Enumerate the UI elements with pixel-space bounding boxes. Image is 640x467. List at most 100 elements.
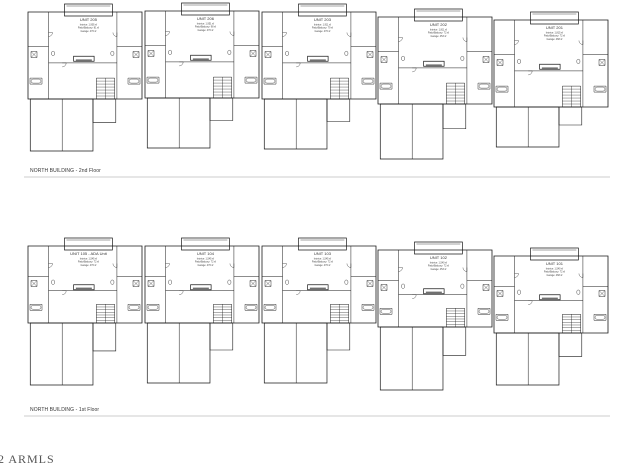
- unit-info-line: Interior: 1,545 sf: [80, 258, 98, 261]
- toilet-icon: [401, 56, 405, 61]
- bathtub-icon: [128, 78, 140, 84]
- tub-outer: [147, 77, 159, 83]
- entry-outline: [210, 323, 233, 350]
- garage-outline: [30, 99, 93, 151]
- tub-outer: [30, 78, 42, 84]
- garage-outline: [380, 327, 443, 390]
- entry-outline: [559, 333, 582, 356]
- tub-outer: [478, 308, 490, 314]
- tub-outer: [128, 304, 140, 310]
- unit-info-line: Patio/Balcony: 79 sf: [312, 27, 333, 30]
- tub-outer: [380, 83, 392, 89]
- bathtub-icon: [245, 77, 257, 83]
- tub-outer: [362, 78, 374, 84]
- unit-info-line: Patio/Balcony: 98 sf: [195, 26, 216, 29]
- kitchen-island: [74, 285, 95, 290]
- fixture-box: [265, 281, 271, 287]
- stair: [562, 86, 580, 107]
- tub-inner: [148, 305, 158, 309]
- fixture-cross: [599, 291, 605, 297]
- door-swing: [578, 40, 584, 45]
- unit-info-line: Interior: 1,951 sf: [197, 23, 215, 26]
- fixture-icon: [381, 57, 387, 63]
- fixture-icon: [31, 52, 37, 58]
- toilet-icon: [517, 59, 521, 64]
- unit-info-line: Patio/Balcony: 81 sf: [78, 27, 99, 30]
- unit-label: UNIT 202: [430, 22, 448, 27]
- toilet-icon: [168, 50, 172, 55]
- fixture-cross: [148, 281, 154, 287]
- stair: [213, 77, 231, 98]
- tub-inner: [148, 78, 158, 82]
- toilet-icon: [51, 51, 55, 56]
- unit-info-line: Patio/Balcony: 72 sf: [78, 261, 99, 264]
- fixture-icon: [367, 281, 373, 287]
- fixture-cross: [133, 281, 139, 287]
- toilet-icon: [344, 279, 349, 285]
- fixture-box: [483, 57, 489, 63]
- toilet-icon: [285, 51, 289, 56]
- tub-outer: [362, 304, 374, 310]
- kitchen-island: [308, 56, 329, 61]
- bathtub-icon: [362, 304, 374, 310]
- unit-info-line: Garage: 476 sf: [81, 264, 97, 267]
- unit-label: UNIT 201: [546, 25, 564, 30]
- fixture-box: [133, 281, 139, 287]
- door-swing: [112, 263, 118, 268]
- kitchen-island: [540, 295, 561, 300]
- tub-outer: [478, 83, 490, 89]
- tub-inner: [497, 315, 507, 319]
- tub-outer: [380, 308, 392, 314]
- fixture-cross: [483, 57, 489, 63]
- fixture-box: [265, 52, 271, 58]
- fixture-cross: [31, 281, 37, 287]
- door-swing: [398, 267, 403, 272]
- fixture-icon: [133, 281, 139, 287]
- fixture-cross: [31, 52, 37, 58]
- door-swing: [179, 290, 184, 295]
- unit-info-line: Interior: 1,815 sf: [546, 32, 564, 35]
- unit-info-line: Patio/Balcony: 72 sf: [544, 35, 565, 38]
- unit-top-bay: [530, 248, 578, 260]
- unit-info-line: Garage: 476 sf: [315, 264, 331, 267]
- unit-label: UNIT 104: [197, 251, 215, 256]
- unit-label: UNIT 102: [430, 255, 448, 260]
- bathtub-icon: [128, 304, 140, 310]
- garage-outline: [147, 98, 210, 148]
- fixture-cross: [497, 291, 503, 297]
- toilet-icon: [576, 289, 581, 295]
- tub-inner: [265, 79, 275, 83]
- unit-top-bay: [181, 3, 229, 15]
- unit-top-bay: [298, 238, 346, 250]
- unit-info-line: Garage: 476 sf: [315, 30, 331, 33]
- unit-top-bay: [181, 238, 229, 250]
- door-swing: [229, 263, 235, 268]
- unit-info-line: Garage: 470 sf: [198, 29, 214, 32]
- unit-label: UNIT 105 - ADA Unit: [70, 251, 107, 256]
- fixture-box: [497, 60, 503, 66]
- unit-info-line: Interior: 1,905 sf: [80, 24, 98, 27]
- bathtub-icon: [380, 83, 392, 89]
- fixture-box: [148, 51, 154, 57]
- toilet-icon: [344, 51, 349, 56]
- fixture-box: [599, 60, 605, 66]
- unit-top-bay: [414, 242, 462, 254]
- fixture-icon: [31, 281, 37, 287]
- garage-outline: [30, 323, 93, 385]
- unit-info-line: Garage: 453 sf: [431, 35, 447, 38]
- tub-inner: [363, 305, 373, 309]
- fixture-box: [133, 52, 139, 58]
- door-swing: [412, 67, 417, 73]
- door-swing: [346, 32, 352, 37]
- door-swing: [578, 273, 584, 278]
- unit-info-line: Interior: 1,545 sf: [197, 258, 215, 261]
- unit-top-bay: [64, 4, 112, 16]
- fixture-cross: [250, 281, 256, 287]
- tub-inner: [479, 309, 489, 313]
- bathtub-icon: [496, 314, 508, 320]
- fixture-icon: [265, 52, 271, 58]
- kitchen-island: [308, 285, 329, 290]
